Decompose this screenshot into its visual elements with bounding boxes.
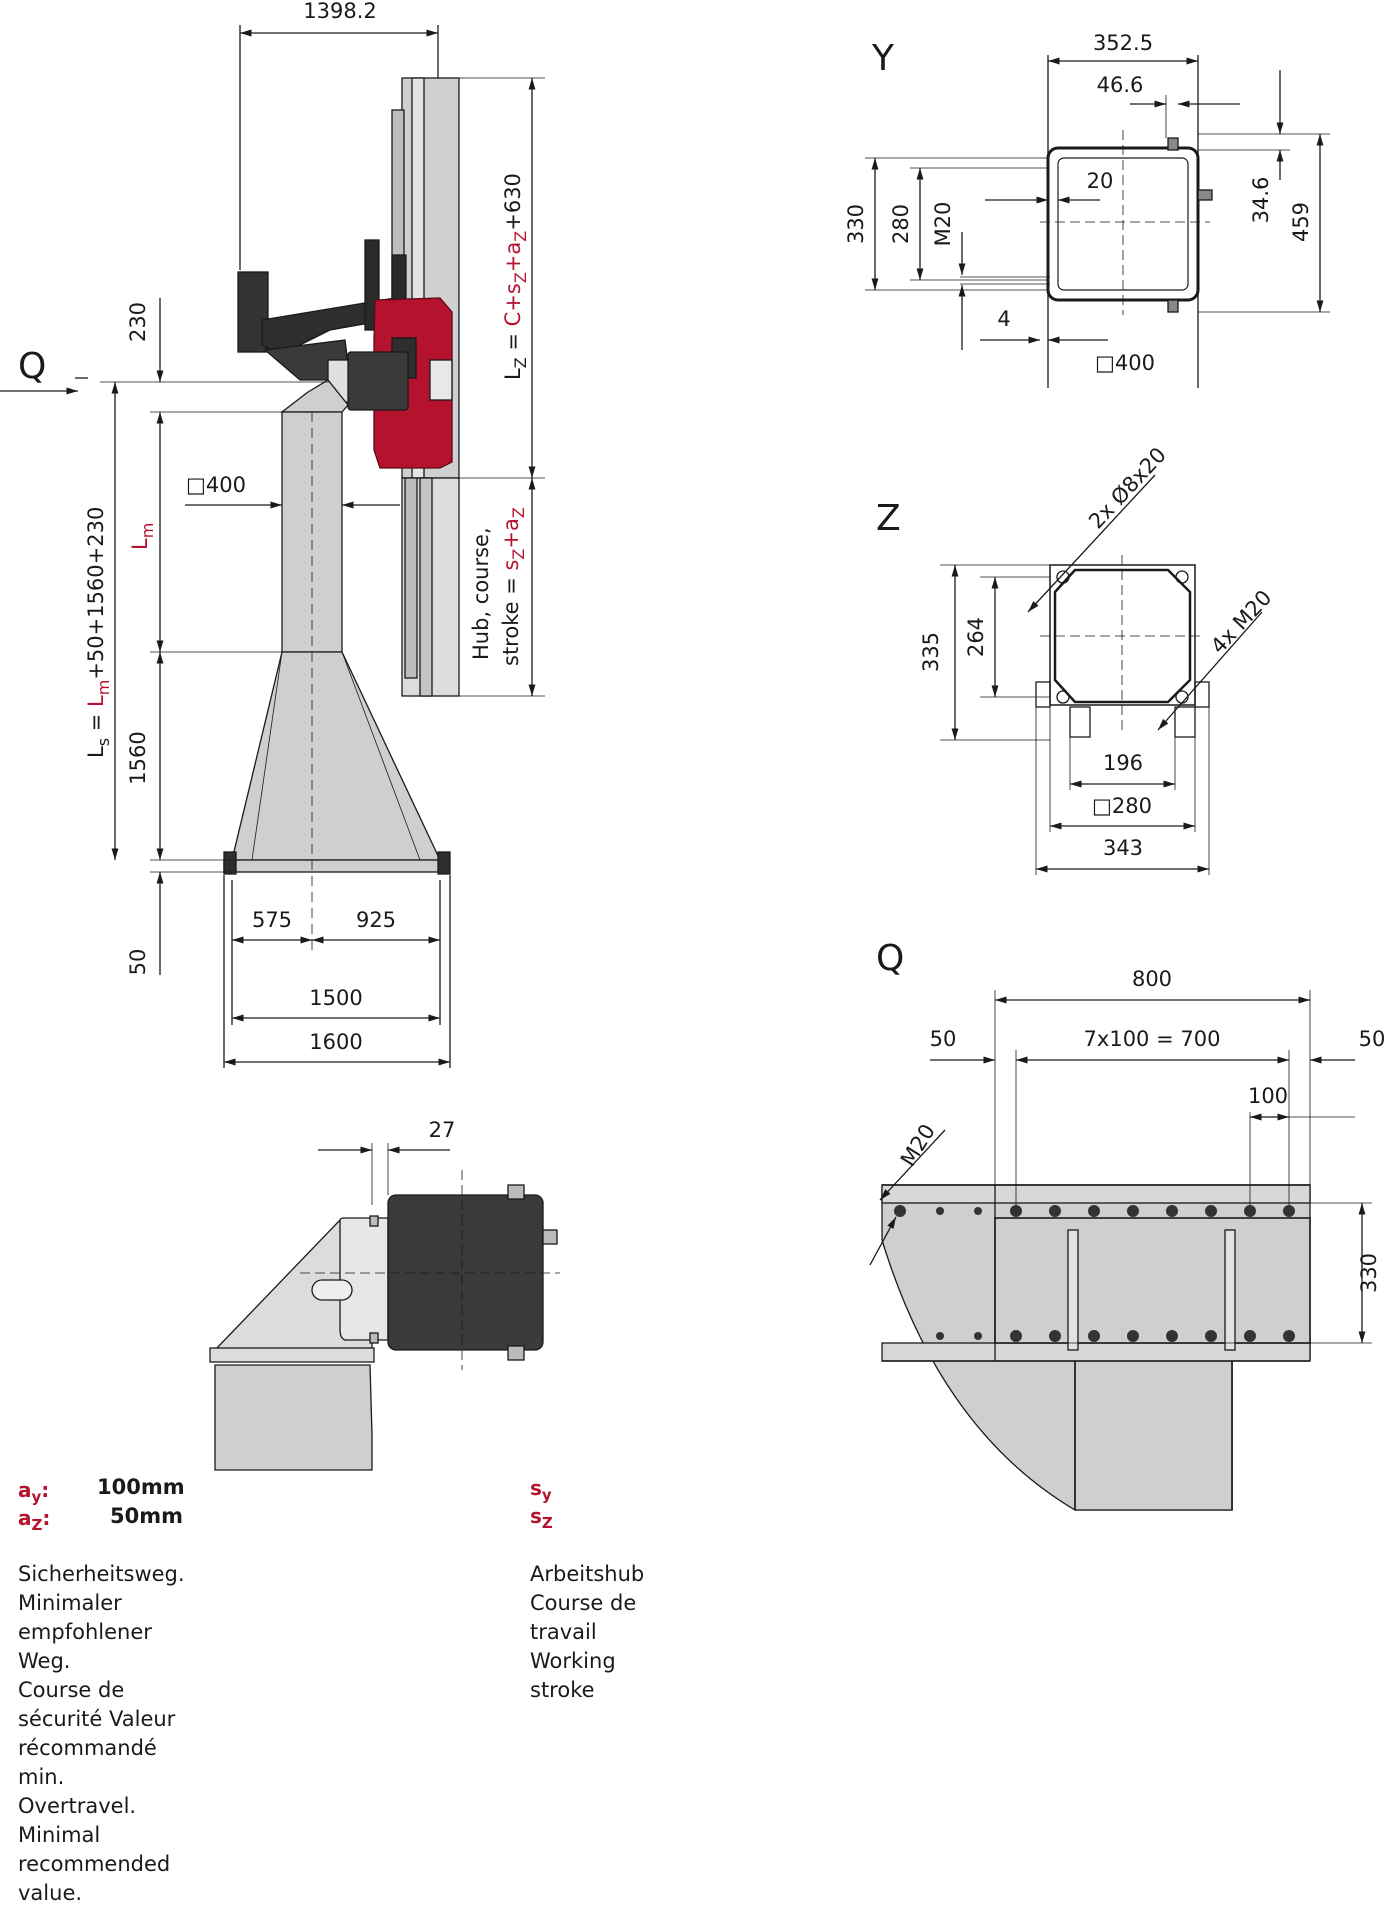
dim-46-6: 46.6 xyxy=(1097,73,1144,97)
legend-a-description: Sicherheitsweg. Minimaler empfohlener We… xyxy=(18,1560,185,1908)
view-arrow-q-label: Q xyxy=(18,346,46,387)
dim-1398-2: 1398.2 xyxy=(303,0,376,23)
motor-detail xyxy=(209,1143,560,1471)
dim-330-y: 330 xyxy=(844,204,868,244)
dim-800: 800 xyxy=(1132,967,1172,991)
technical-drawing: 1398.2 Q 230 1560 50 □400 575 925 1500 1… xyxy=(0,0,1386,1511)
legend-a-line-en: Overtravel. Minimal recommended value. xyxy=(18,1794,171,1905)
dim-7x100-700: 7x100 = 700 xyxy=(1084,1027,1221,1051)
dim-4: 4 xyxy=(997,307,1010,331)
dim-1600: 1600 xyxy=(309,1030,362,1054)
dim-50-right: 50 xyxy=(1359,1027,1386,1051)
dim-1560: 1560 xyxy=(126,731,150,784)
dim-50-left: 50 xyxy=(930,1027,957,1051)
view-y xyxy=(865,55,1330,388)
hub-line-1: Hub, course, xyxy=(469,527,493,660)
dim-459: 459 xyxy=(1289,202,1313,242)
lz-formula: LZ = C+sZ+aZ+630 xyxy=(501,173,530,380)
dim-50: 50 xyxy=(126,949,150,976)
legend-s-line-fr: Course de travail xyxy=(530,1591,637,1644)
dim-196: 196 xyxy=(1103,751,1143,775)
dim-square-400: □400 xyxy=(186,473,246,497)
legend-sz-symbol: sZ xyxy=(530,1504,553,1532)
dim-34-6: 34.6 xyxy=(1249,177,1273,224)
dim-280-y: 280 xyxy=(889,204,913,244)
dim-343: 343 xyxy=(1103,836,1143,860)
legend-sy-symbol: sy xyxy=(530,1476,552,1504)
dim-27: 27 xyxy=(429,1118,456,1142)
dim-m20-q: M20 xyxy=(896,1120,940,1171)
dim-330-q: 330 xyxy=(1357,1253,1381,1293)
dim-2x-8x20: 2x Ø8x20 xyxy=(1084,443,1171,534)
legend-az-value: 50mm xyxy=(110,1504,183,1528)
view-y-labels: Y 352.5 46.6 20 330 280 M20 34.6 459 4 □… xyxy=(844,31,1313,375)
view-y-label: Y xyxy=(871,38,895,79)
legend-a-line-fr: Course de sécurité Valeur récommandé min… xyxy=(18,1678,176,1789)
ls-formula: Ls = Lm+50+1560+230 xyxy=(84,507,113,758)
dim-square-280: □280 xyxy=(1092,794,1152,818)
dim-335: 335 xyxy=(919,632,943,672)
view-z xyxy=(940,474,1263,875)
legend-az-symbol: aZ: xyxy=(18,1506,51,1534)
view-z-labels: Z 2x Ø8x20 4x M20 335 264 196 □280 343 xyxy=(876,443,1276,860)
view-q xyxy=(869,990,1372,1511)
hub-line-2: stroke = sZ+aZ xyxy=(499,507,528,666)
legend-s-line-de: Arbeitshub xyxy=(530,1562,645,1586)
view-q-label: Q xyxy=(876,938,904,979)
dim-4x-m20: 4x M20 xyxy=(1206,585,1276,658)
legend-s-line-en: Working stroke xyxy=(530,1649,616,1702)
dim-264: 264 xyxy=(964,617,988,657)
legend-ay-symbol: ay: xyxy=(18,1478,50,1506)
dim-230: 230 xyxy=(126,302,150,342)
dim-1500: 1500 xyxy=(309,986,362,1010)
legend-ay-value: 100mm xyxy=(97,1475,185,1499)
dim-100: 100 xyxy=(1248,1084,1288,1108)
legend-a-line-de: Sicherheitsweg. Minimaler empfohlener We… xyxy=(18,1562,185,1673)
dim-20: 20 xyxy=(1087,169,1114,193)
dim-square-400-y: □400 xyxy=(1095,351,1155,375)
lm-label: Lm xyxy=(128,523,157,550)
legend-s-description: Arbeitshub Course de travail Working str… xyxy=(530,1560,644,1705)
view-z-label: Z xyxy=(876,498,901,539)
dim-m20-y: M20 xyxy=(931,202,955,247)
dim-575: 575 xyxy=(252,908,292,932)
dim-352-5: 352.5 xyxy=(1093,31,1153,55)
side-view xyxy=(0,25,545,1068)
side-view-labels: 1398.2 Q 230 1560 50 □400 575 925 1500 1… xyxy=(18,0,530,1054)
dim-925: 925 xyxy=(356,908,396,932)
